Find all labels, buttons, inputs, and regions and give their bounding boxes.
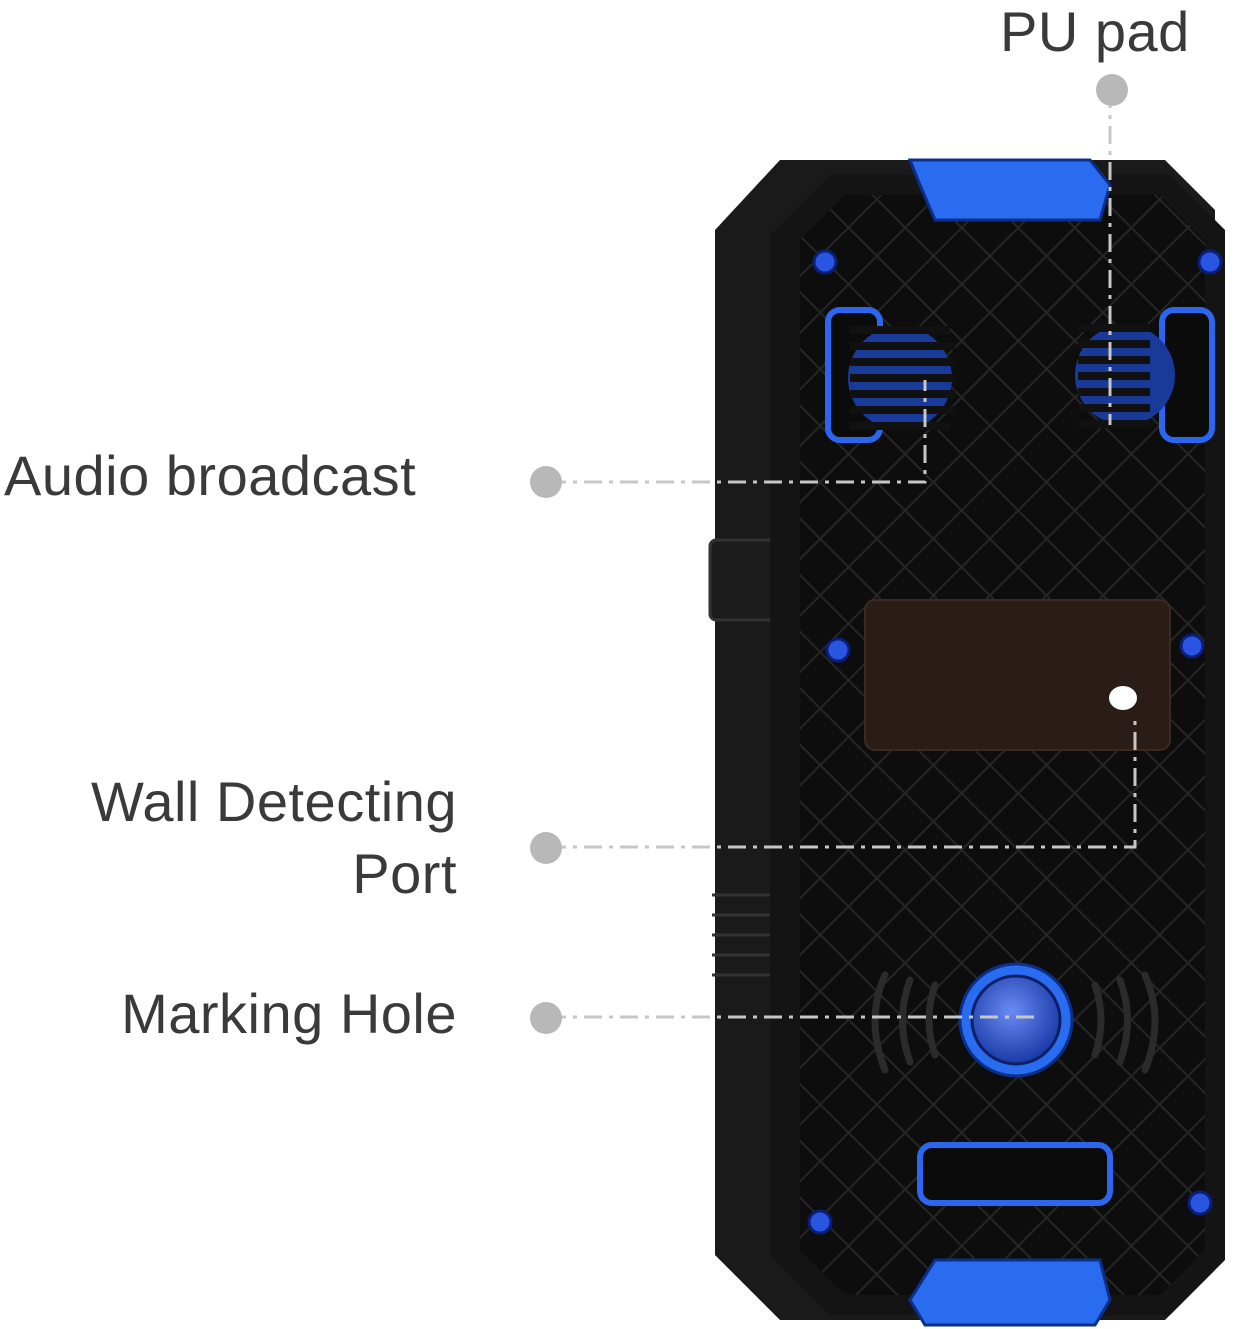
bottom-bumper — [908, 1258, 1112, 1327]
callout-markers — [530, 74, 1128, 1034]
speaker-grille-right — [1075, 324, 1175, 428]
label-wall-detecting-line1: Wall Detecting — [91, 770, 457, 833]
marking-hole — [970, 974, 1062, 1066]
top-bumper — [907, 158, 1112, 222]
side-grip-ridges — [712, 893, 775, 977]
callout-leaders — [548, 90, 1137, 1019]
label-pu-pad: PU pad — [1000, 0, 1190, 63]
screw-icons — [807, 249, 1223, 1235]
wall-detecting-panel — [864, 599, 1171, 751]
label-wall-detecting-line2: Port — [352, 842, 457, 905]
label-marking-hole: Marking Hole — [121, 982, 457, 1045]
label-audio-broadcast: Audio broadcast — [4, 444, 417, 507]
wave-arcs — [871, 971, 1159, 1074]
wall-detecting-port-dot — [1109, 686, 1137, 710]
speaker-grille-left — [848, 326, 955, 430]
bottom-slot — [917, 1142, 1113, 1206]
